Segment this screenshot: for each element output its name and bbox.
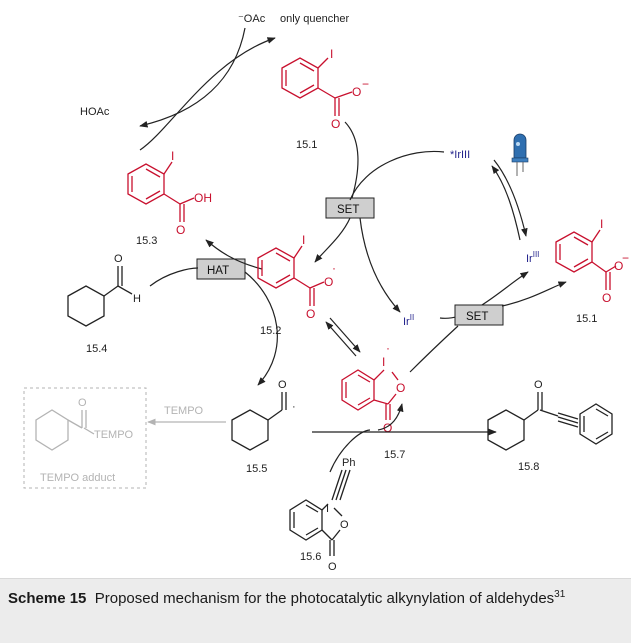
equilibrium-reverse-arrow <box>325 321 357 357</box>
atom-oxygen: O <box>340 519 349 531</box>
tempo-reagent-label: TEMPO <box>164 405 204 417</box>
label-15-8: 15.8 <box>518 461 539 473</box>
set-to-benzoate-arrow <box>501 281 567 307</box>
atom-oxygen-radical: O <box>324 275 333 289</box>
atom-oxygen: O <box>534 379 543 391</box>
radical-dot: · <box>332 261 336 275</box>
blue-led-icon <box>511 133 529 176</box>
tempo-adduct-label: TEMPO adduct <box>40 472 115 484</box>
atom-hydrogen: H <box>133 293 141 305</box>
atom-oxygen: O <box>78 397 87 409</box>
acetate-label: ⁻OAc <box>238 13 266 25</box>
set-to-radical-arrow <box>314 217 351 263</box>
ir-ii-label: IrII <box>403 313 414 328</box>
intermediate-into-set-line <box>409 325 459 373</box>
caption-label: Scheme 15 <box>8 590 87 607</box>
atom-oxygen: O <box>176 223 185 237</box>
atom-iodine: I <box>382 355 385 369</box>
compound-15-5: O · <box>231 379 296 451</box>
aldehyde-into-hat-line <box>149 267 199 287</box>
caption-text: Proposed mechanism for the photocatalyti… <box>94 590 555 607</box>
compound-15-7: I · O O <box>341 341 405 435</box>
reagent-into-arrow-line <box>329 429 371 473</box>
equilibrium-forward-arrow <box>329 317 361 353</box>
quencher-into-set-line <box>344 121 359 199</box>
atom-oxygen-carbonyl: O <box>328 561 337 573</box>
compound-15-6: Ph I O O <box>289 457 355 573</box>
atom-iodine: I <box>302 233 305 247</box>
radical-dot: · <box>292 401 296 413</box>
charge-minus: − <box>622 251 629 265</box>
phenyl-label: Ph <box>342 457 355 469</box>
acetate-to-acid-arrow <box>139 27 246 128</box>
ir-excited-label: *IrIII <box>450 149 470 161</box>
label-15-3: 15.3 <box>136 235 157 247</box>
excited-ir-into-set-line <box>349 150 445 201</box>
figure-caption: Scheme 15 Proposed mechanism for the pho… <box>0 578 631 643</box>
only-quencher-label: only quencher <box>280 13 349 25</box>
tempo-adduct-box <box>23 387 147 489</box>
hat-box <box>196 258 246 280</box>
tempo-group-label: TEMPO <box>94 429 134 441</box>
compound-15-1-right: I O O − <box>555 217 629 305</box>
ground-to-excited-arrow <box>491 165 521 241</box>
label-15-7: 15.7 <box>384 449 405 461</box>
set-label-top: SET <box>337 204 359 216</box>
compound-15-3: I O OH <box>127 149 212 237</box>
atom-oxygen-carbonyl: O <box>383 421 392 435</box>
hat-to-radical-arrow <box>244 271 278 386</box>
cycle-arrow-top <box>139 37 276 151</box>
compound-15-8: O <box>487 379 613 451</box>
atom-oxygen: O <box>602 291 611 305</box>
compound-15-4: O H <box>67 253 141 327</box>
label-15-5: 15.5 <box>246 463 267 475</box>
atom-iodine: I <box>326 503 329 515</box>
atom-hydroxyl: OH <box>194 191 212 205</box>
label-15-1-top: 15.1 <box>296 139 317 151</box>
label-15-2: 15.2 <box>260 325 281 337</box>
label-15-6: 15.6 <box>300 551 321 563</box>
set-to-ir-ii-arrow <box>359 217 401 313</box>
set-box-bottom <box>454 304 504 326</box>
atom-oxygen: O <box>114 253 123 265</box>
excited-to-ground-arrow <box>493 159 528 237</box>
ir-ii-to-ir-iii-arrow <box>439 271 529 319</box>
acetic-acid-label: HOAc <box>80 106 110 118</box>
label-15-4: 15.4 <box>86 343 107 355</box>
compound-15-1-top: I O O − <box>281 47 369 131</box>
atom-oxygen-anion: O <box>352 85 361 99</box>
atom-oxygen: O <box>331 117 340 131</box>
atom-oxygen: O <box>278 379 287 391</box>
hat-label: HAT <box>207 265 229 277</box>
set-label-bottom: SET <box>466 311 488 323</box>
atom-oxygen: O <box>396 381 405 395</box>
atom-iodine: I <box>600 217 603 231</box>
charge-minus: − <box>362 77 369 91</box>
tempo-adduct-structure: O TEMPO <box>35 397 134 451</box>
atom-iodine: I <box>330 47 333 61</box>
arrow-to-15-7 <box>377 403 404 431</box>
compound-15-2: I O O · <box>257 233 336 321</box>
caption-reference: 31 <box>554 589 566 600</box>
atom-oxygen-anion: O <box>614 259 623 273</box>
radical-dot: · <box>386 341 390 355</box>
label-15-1-right: 15.1 <box>576 313 597 325</box>
mechanism-diagram: ⁻OAc HOAc I O O − only quencher 15.1 I O… <box>23 13 629 573</box>
atom-oxygen: O <box>306 307 315 321</box>
atom-iodine: I <box>171 149 174 163</box>
hat-to-acid-arrow <box>205 239 263 270</box>
ir-iii-label: IrIII <box>526 250 539 265</box>
